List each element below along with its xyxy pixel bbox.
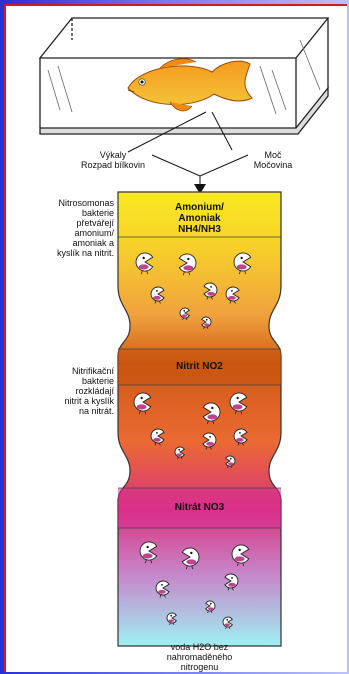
urine-label: Moč Močovina bbox=[228, 150, 318, 170]
nitrate-box-label: Nitrát NO3 bbox=[118, 503, 281, 513]
nitrite-box-label: Nitrit NO2 bbox=[118, 362, 281, 372]
waste-label: Výkaly Rozpad bílkovin bbox=[58, 150, 168, 170]
ammonium-box-label: Amonium/ Amoniak NH4/NH3 bbox=[118, 202, 281, 235]
goldfish bbox=[128, 59, 252, 111]
nitrosomonas-description: Nitrosomonas bakterie přetvářejí amonium… bbox=[10, 198, 114, 258]
result-label: voda H2O bez nahromaděného nitrogenu bbox=[118, 642, 281, 672]
nitrifying-description: Nitrifikační bakterie rozkládají nitrit … bbox=[10, 366, 114, 416]
